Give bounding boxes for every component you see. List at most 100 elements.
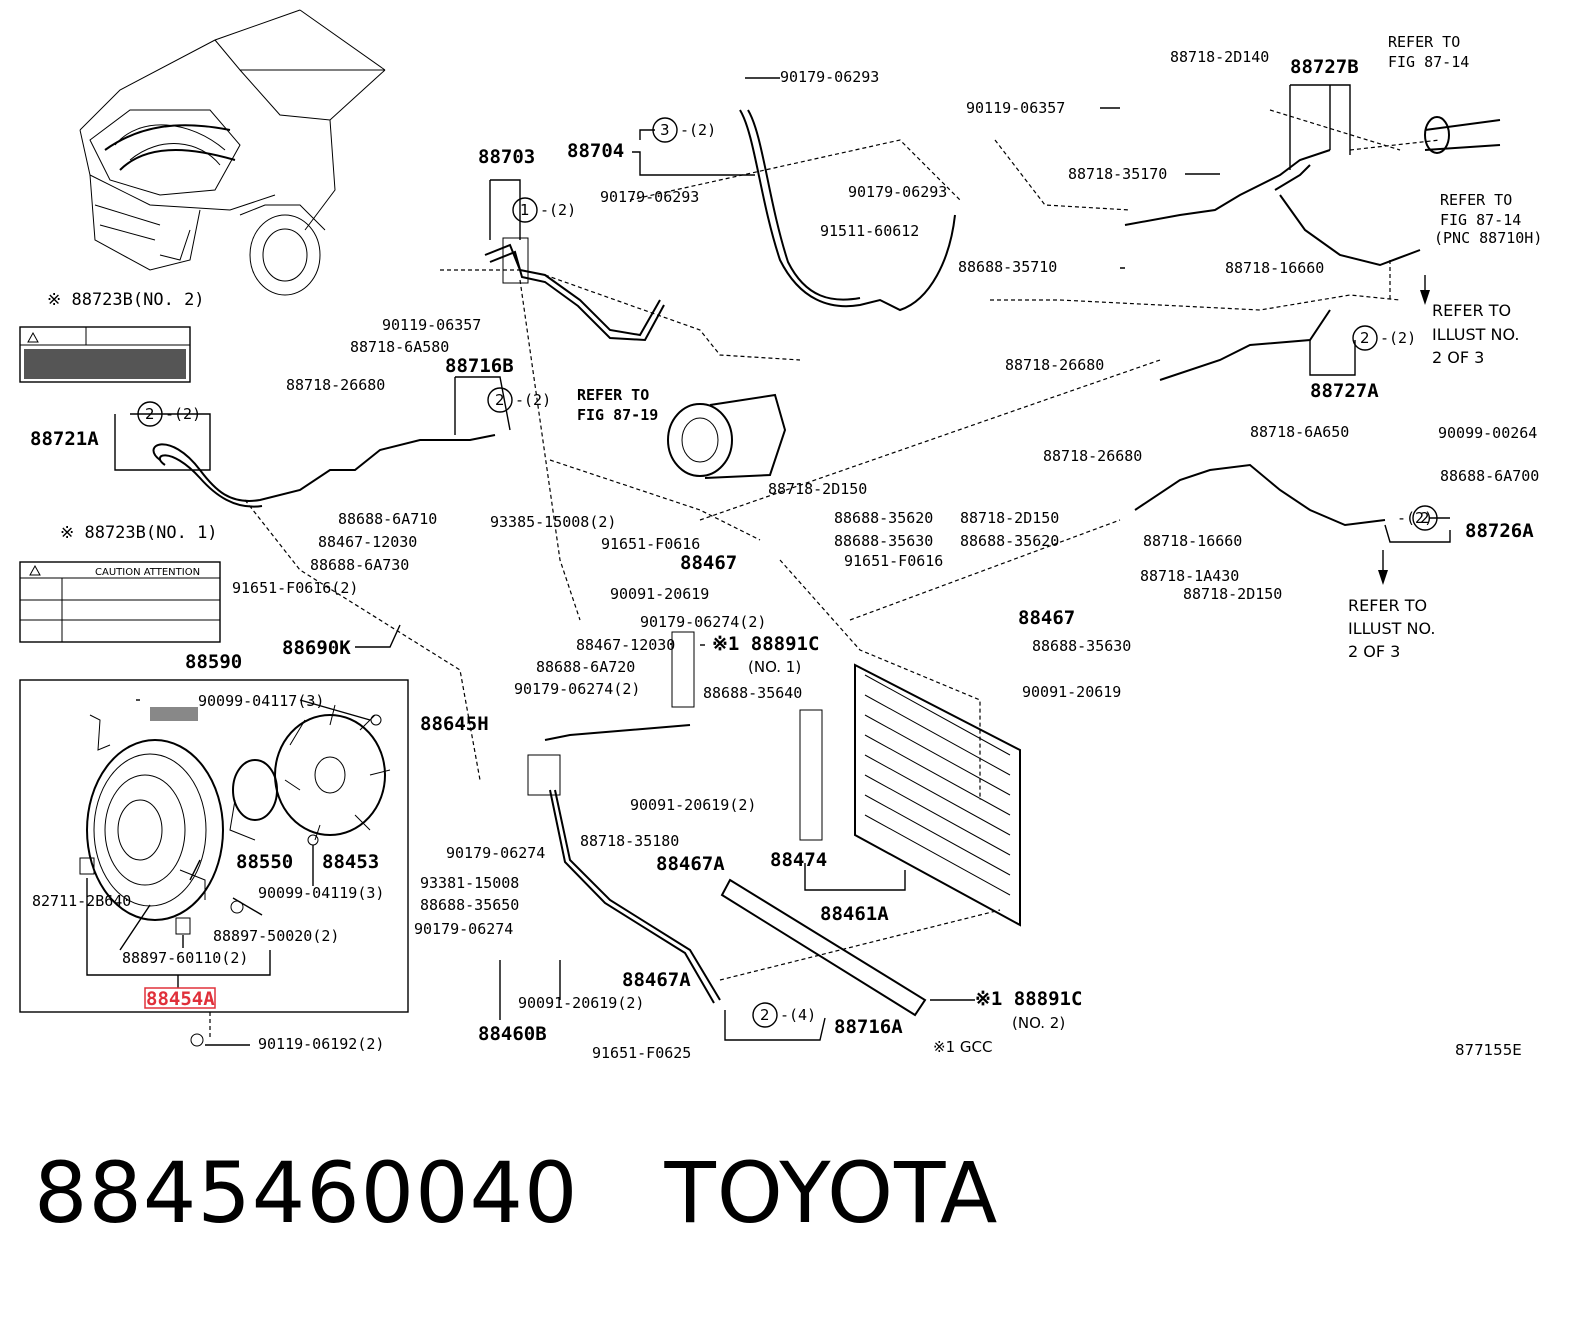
label-88718-2D150-b[interactable]: 88718-2D150 — [960, 509, 1059, 527]
label-88467-12030-b[interactable]: 88467-12030 — [576, 636, 675, 654]
label-88550[interactable]: 88550 — [236, 851, 293, 873]
label-91651-F0616-a[interactable]: 91651-F0616 — [601, 535, 700, 553]
label-88454A-highlighted[interactable]: 88454A — [146, 988, 215, 1010]
label-82711-2B640[interactable]: 82711-2B640 — [32, 892, 131, 910]
hoses-and-pipes — [152, 109, 1501, 1004]
fig-87-14-b[interactable]: FIG 87-14 — [1440, 211, 1521, 229]
label-88718-16660-a[interactable]: 88718-16660 — [1225, 259, 1324, 277]
label-88891C-no1[interactable]: ※1 88891C — [712, 633, 819, 655]
label-88461A[interactable]: 88461A — [820, 903, 889, 925]
label-88897-60110[interactable]: 88897-60110(2) — [122, 949, 248, 967]
label-88703[interactable]: 88703 — [478, 146, 535, 168]
illust-no-1[interactable]: ILLUST NO. — [1432, 325, 1519, 344]
callout-2b-qty: -(2) — [515, 391, 551, 409]
label-93385-15008[interactable]: 93385-15008(2) — [490, 513, 616, 531]
label-88723B-no2[interactable]: ※ 88723B(NO. 2) — [47, 290, 205, 310]
label-88474[interactable]: 88474 — [770, 849, 827, 871]
refer-illust-2: REFER TO — [1348, 596, 1427, 615]
fig-87-14-a[interactable]: FIG 87-14 — [1388, 53, 1469, 71]
fan-assembly-box — [19, 679, 409, 1047]
label-88690K[interactable]: 88690K — [282, 637, 351, 659]
label-90091-20619-b[interactable]: 90091-20619 — [1022, 683, 1121, 701]
label-88467-12030-a[interactable]: 88467-12030 — [318, 533, 417, 551]
figure-number: 877155E — [1455, 1041, 1522, 1059]
label-90091-20619-a[interactable]: 90091-20619 — [610, 585, 709, 603]
label-88453[interactable]: 88453 — [322, 851, 379, 873]
fig-87-19[interactable]: FIG 87-19 — [577, 406, 658, 424]
callout-1-qty: -(2) — [540, 201, 576, 219]
label-90091-20619-2b[interactable]: 90091-20619(2) — [518, 994, 644, 1012]
label-88718-26680-a[interactable]: 88718-26680 — [1005, 356, 1104, 374]
label-90179-06274-2b[interactable]: 90179-06274(2) — [514, 680, 640, 698]
label-88704[interactable]: 88704 — [567, 140, 624, 162]
label-88718-26680-b[interactable]: 88718-26680 — [286, 376, 385, 394]
label-90099-04119[interactable]: 90099-04119(3) — [258, 884, 384, 902]
label-91651-F0616-b[interactable]: 91651-F0616 — [844, 552, 943, 570]
label-88718-6A650[interactable]: 88718-6A650 — [1250, 423, 1349, 441]
label-88688-35710[interactable]: 88688-35710 — [958, 258, 1057, 276]
label-88727B[interactable]: 88727B — [1290, 56, 1359, 78]
illust-no-2[interactable]: ILLUST NO. — [1348, 619, 1435, 638]
label-88716B[interactable]: 88716B — [445, 355, 514, 377]
label-88688-6A720[interactable]: 88688-6A720 — [536, 658, 635, 676]
label-88718-26680-c[interactable]: 88718-26680 — [1043, 447, 1142, 465]
label-88467-b[interactable]: 88467 — [1018, 607, 1075, 629]
label-90119-06192[interactable]: 90119-06192(2) — [258, 1035, 384, 1053]
label-88718-16660-b[interactable]: 88718-16660 — [1143, 532, 1242, 550]
label-88716A[interactable]: 88716A — [834, 1016, 903, 1038]
label-90119-06357-a[interactable]: 90119-06357 — [966, 99, 1065, 117]
label-88718-35170[interactable]: 88718-35170 — [1068, 165, 1167, 183]
label-88467A-a[interactable]: 88467A — [656, 853, 725, 875]
label-88718-2D140[interactable]: 88718-2D140 — [1170, 48, 1269, 66]
label-88727A[interactable]: 88727A — [1310, 380, 1379, 402]
label-91651-F0625[interactable]: 91651-F0625 — [592, 1044, 691, 1062]
label-90179-06293-c[interactable]: 90179-06293 — [848, 183, 947, 201]
label-90179-06274-2a[interactable]: 90179-06274(2) — [640, 613, 766, 631]
label-88897-50020[interactable]: 88897-50020(2) — [213, 927, 339, 945]
label-88688-35620-b[interactable]: 88688-35620 — [960, 532, 1059, 550]
label-88688-35640[interactable]: 88688-35640 — [703, 684, 802, 702]
label-90179-06274-a[interactable]: 90179-06274 — [446, 844, 545, 862]
label-88718-2D150-a[interactable]: 88718-2D150 — [768, 480, 867, 498]
parts-diagram: CAUTION ATTENTION — [19, 9, 1542, 1062]
callout-2d-qty: -(2) — [1397, 509, 1433, 527]
label-88467-a[interactable]: 88467 — [680, 552, 737, 574]
label-88688-35650[interactable]: 88688-35650 — [420, 896, 519, 914]
label-90099-04117[interactable]: 90099-04117(3) — [198, 692, 324, 710]
label-88467A-b[interactable]: 88467A — [622, 969, 691, 991]
label-90099-00264[interactable]: 90099-00264 — [1438, 424, 1537, 442]
label-88721A[interactable]: 88721A — [30, 428, 99, 450]
label-88590[interactable]: 88590 — [185, 651, 242, 673]
callout-circles — [137, 117, 1438, 1028]
part-labels: 88703 88704 90179-06293 90179-06293 9017… — [30, 33, 1542, 1062]
label-90179-06293-b[interactable]: 90179-06293 — [600, 188, 699, 206]
label-88726A[interactable]: 88726A — [1465, 520, 1534, 542]
label-88645H[interactable]: 88645H — [420, 713, 489, 735]
label-88718-6A580[interactable]: 88718-6A580 — [350, 338, 449, 356]
leader-lines — [114, 77, 1451, 1041]
label-88688-35630-b[interactable]: 88688-35630 — [1032, 637, 1131, 655]
label-88718-2D150-c[interactable]: 88718-2D150 — [1183, 585, 1282, 603]
label-88718-1A430[interactable]: 88718-1A430 — [1140, 567, 1239, 585]
label-90179-06293-a[interactable]: 90179-06293 — [780, 68, 879, 86]
label-88688-6A730[interactable]: 88688-6A730 — [310, 556, 409, 574]
label-88723B-no1[interactable]: ※ 88723B(NO. 1) — [60, 523, 218, 543]
label-88688-6A710[interactable]: 88688-6A710 — [338, 510, 437, 528]
two-of-three-2: 2 OF 3 — [1348, 642, 1400, 661]
label-91511-60612[interactable]: 91511-60612 — [820, 222, 919, 240]
label-91651-F0616-2[interactable]: 91651-F0616(2) — [232, 579, 358, 597]
label-90119-06357-b[interactable]: 90119-06357 — [382, 316, 481, 334]
label-93381-15008[interactable]: 93381-15008 — [420, 874, 519, 892]
callout-3-qty: -(2) — [680, 121, 716, 139]
label-88460B[interactable]: 88460B — [478, 1023, 547, 1045]
label-88718-35180[interactable]: 88718-35180 — [580, 832, 679, 850]
label-88688-35630-a[interactable]: 88688-35630 — [834, 532, 933, 550]
label-88688-35620-a[interactable]: 88688-35620 — [834, 509, 933, 527]
callout-2e: 2 — [760, 1006, 770, 1024]
caution-label-no2 — [19, 326, 191, 383]
label-88891C-no2[interactable]: ※1 88891C — [975, 988, 1082, 1010]
label-90179-06274-b[interactable]: 90179-06274 — [414, 920, 513, 938]
label-90091-20619-2a[interactable]: 90091-20619(2) — [630, 796, 756, 814]
label-88688-6A700[interactable]: 88688-6A700 — [1440, 467, 1539, 485]
part-number: 8845460040 — [34, 1144, 579, 1242]
